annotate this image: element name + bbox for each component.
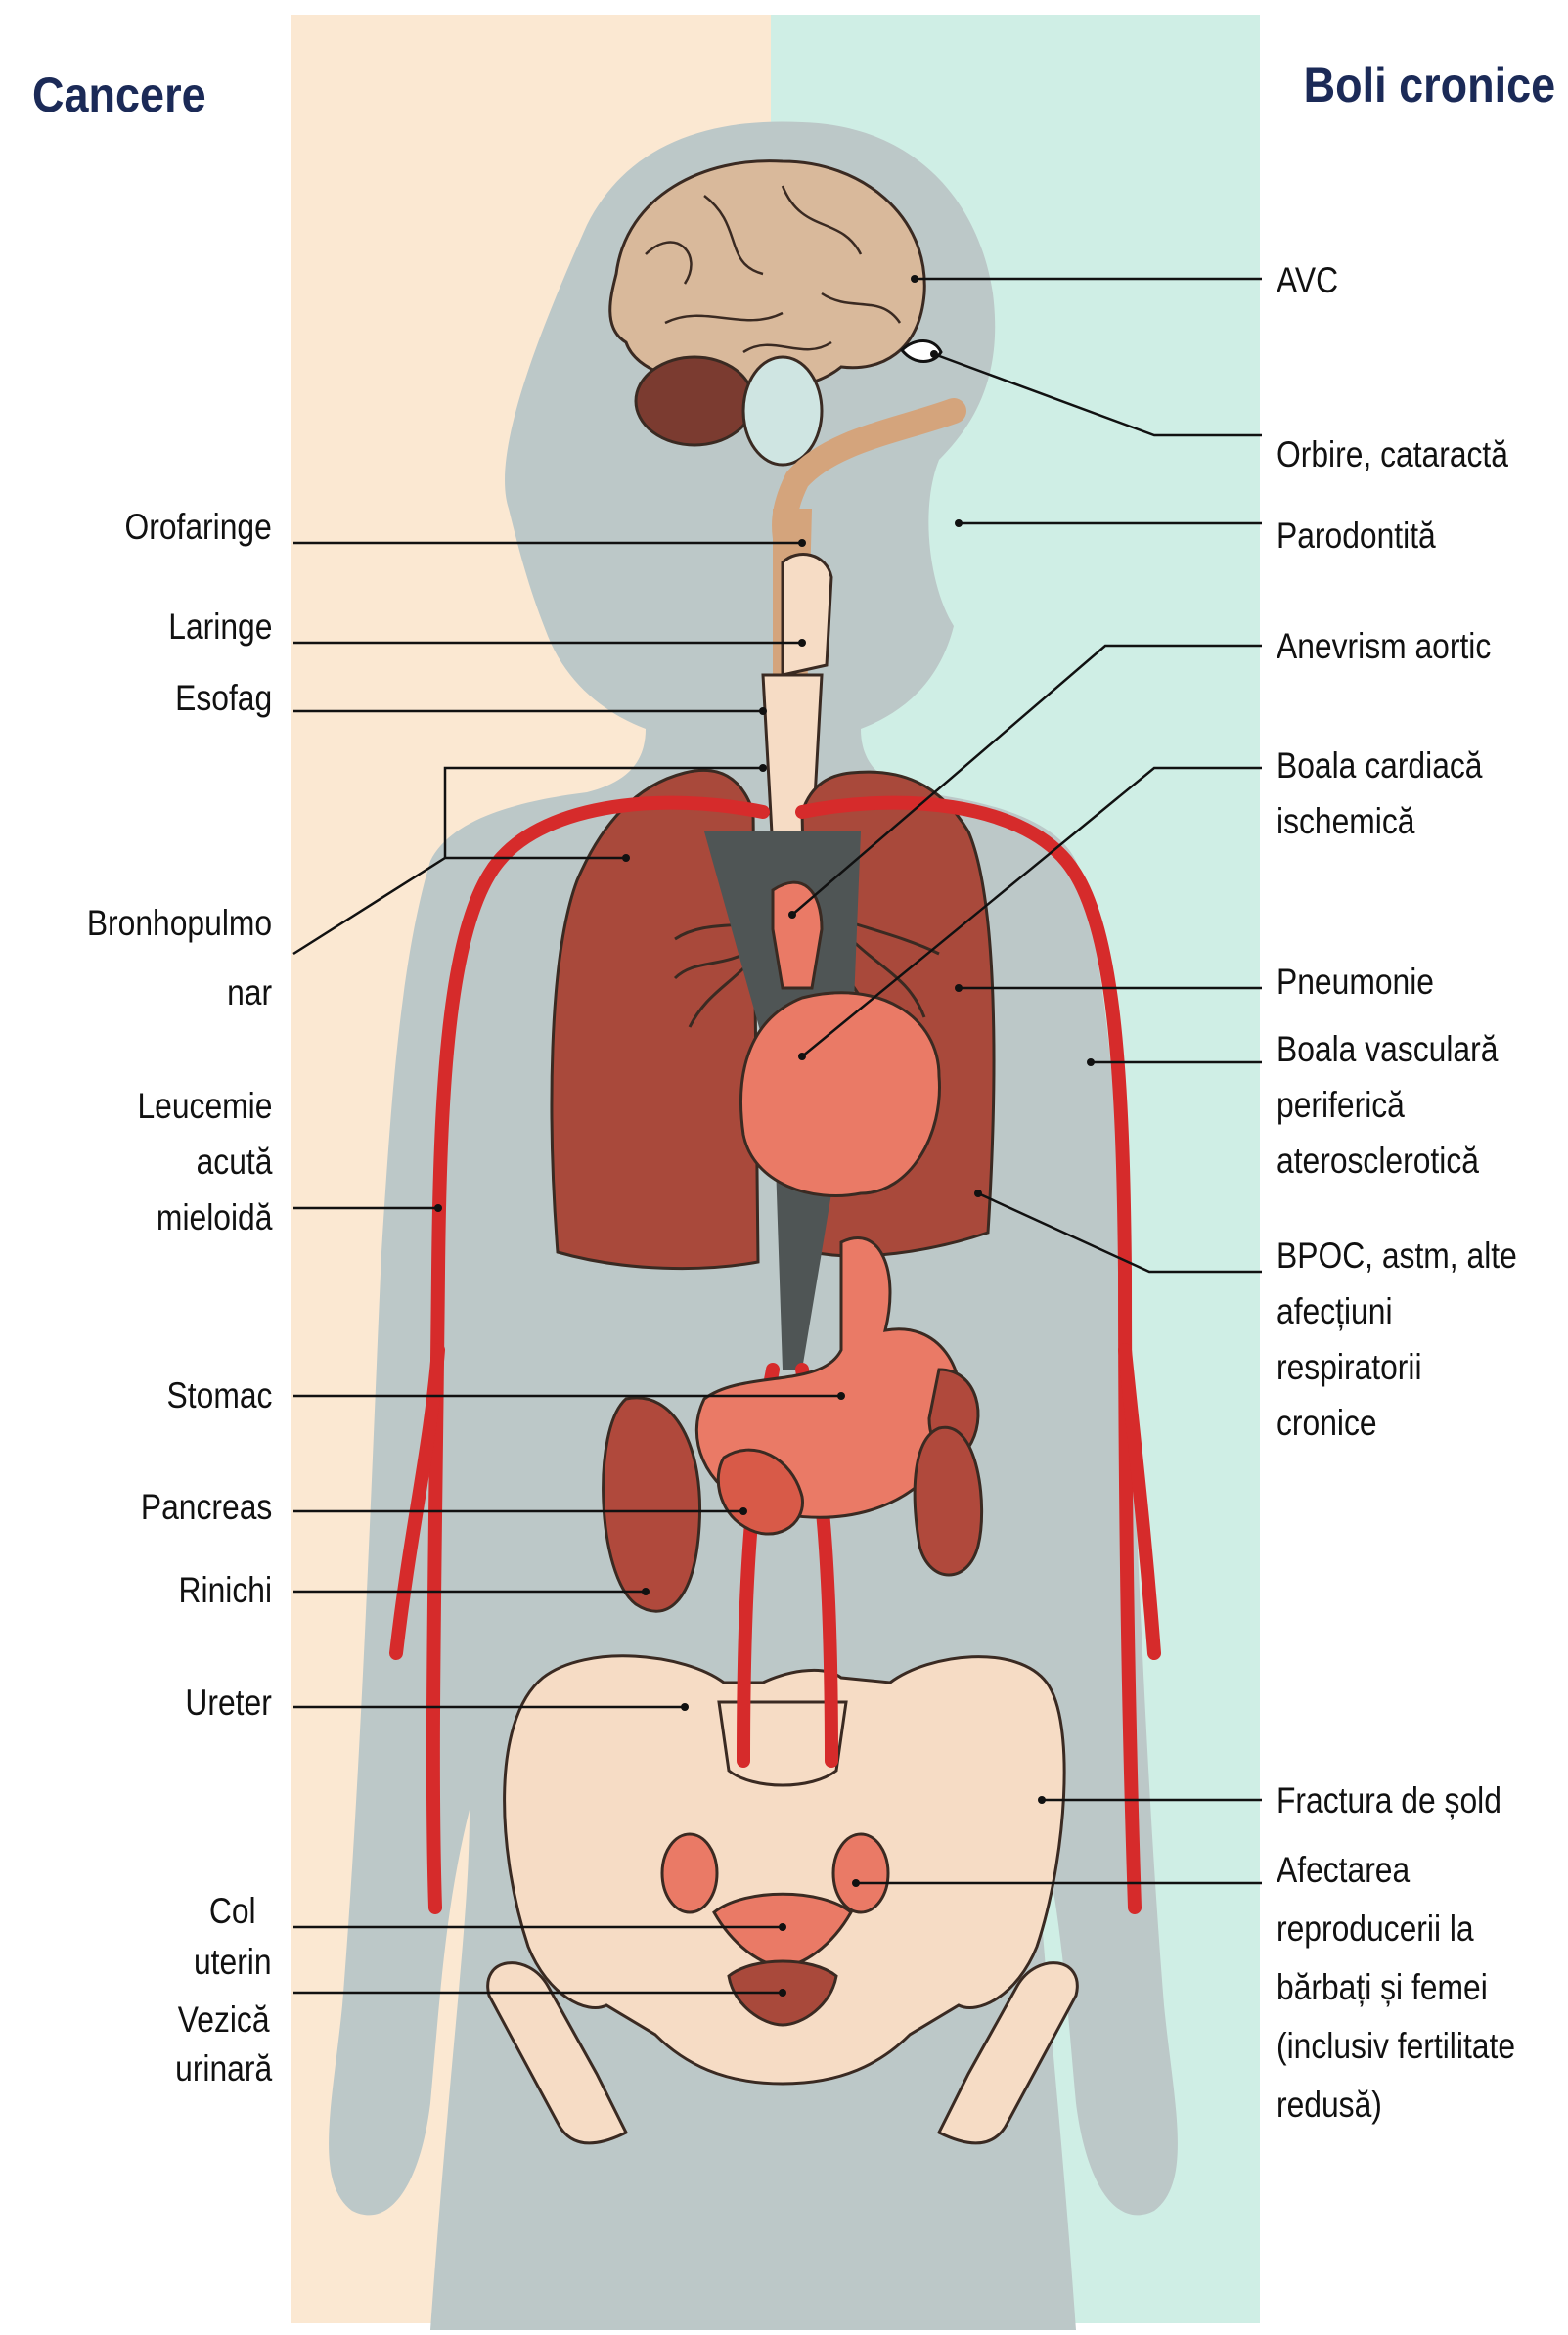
header-chronic-diseases: Boli cronice [1303, 57, 1555, 113]
label-parodontita: Parodontită [1277, 508, 1436, 563]
label-esofag: Esofag [175, 670, 272, 726]
ovary-left [662, 1834, 717, 1912]
label-vasculara-line2: periferică [1277, 1077, 1498, 1133]
larynx [783, 555, 831, 675]
label-pneumonie: Pneumonie [1277, 954, 1434, 1010]
brainstem [743, 357, 822, 465]
label-col-uterin-line2: uterin [194, 1937, 272, 1988]
label-leucemie: Leucemie acută mieloidă [137, 1078, 272, 1245]
label-sold: Fractura de șold [1277, 1773, 1501, 1828]
label-ureter: Ureter [186, 1675, 272, 1730]
label-cardiaca-line1: Boala cardiacă [1277, 738, 1482, 793]
label-vasculara-line1: Boala vasculară [1277, 1021, 1498, 1077]
label-bpoc: BPOC, astm, alte afecțiuni respiratorii … [1277, 1228, 1517, 1451]
label-orofaringe: Orofaringe [125, 499, 272, 555]
label-vezica: Vezică urinară [175, 1996, 272, 2093]
aortic-arch [773, 882, 822, 988]
label-orbire: Orbire, cataractă [1277, 427, 1508, 482]
label-leucemie-line2: acută [137, 1134, 272, 1190]
heart [741, 993, 940, 1196]
label-cardiaca: Boala cardiacă ischemică [1277, 738, 1482, 849]
label-vezica-line2: urinară [175, 2044, 272, 2093]
label-vezica-line1: Vezică [175, 1996, 272, 2044]
label-col-uterin-line1: Col [194, 1886, 272, 1937]
label-cardiaca-line2: ischemică [1277, 793, 1482, 849]
label-reproducere-line5: redusă) [1277, 2076, 1515, 2134]
kidney-right [915, 1427, 981, 1575]
cerebellum [636, 357, 753, 445]
label-bronhopulmonar-line2: nar [87, 965, 272, 1020]
label-bpoc-line4: cronice [1277, 1395, 1517, 1451]
label-leucemie-line3: mieloidă [137, 1190, 272, 1245]
ovary-right [833, 1834, 888, 1912]
label-reproducere: Afectarea reproducerii la bărbați și fem… [1277, 1841, 1515, 2134]
label-anevrism: Anevrism aortic [1277, 618, 1491, 674]
label-bpoc-line1: BPOC, astm, alte [1277, 1228, 1517, 1283]
label-laringe: Laringe [168, 599, 272, 654]
label-stomac: Stomac [166, 1368, 272, 1423]
label-reproducere-line3: bărbați și femei [1277, 1958, 1515, 2017]
label-pancreas: Pancreas [141, 1479, 272, 1535]
label-reproducere-line4: (inclusiv fertilitate [1277, 2017, 1515, 2076]
label-vasculara-line3: aterosclerotică [1277, 1133, 1498, 1189]
label-bronhopulmonar-line1: Bronhopulmo [87, 895, 272, 951]
label-vasculara: Boala vasculară periferică ateroscleroti… [1277, 1021, 1498, 1189]
label-col-uterin: Col uterin [194, 1886, 272, 1988]
label-rinichi: Rinichi [178, 1562, 272, 1618]
label-reproducere-line2: reproducerii la [1277, 1900, 1515, 1958]
label-bronhopulmonar: Bronhopulmo nar [87, 895, 272, 1020]
label-bpoc-line2: afecțiuni [1277, 1283, 1517, 1339]
header-cancers: Cancere [32, 67, 206, 123]
label-reproducere-line1: Afectarea [1277, 1841, 1515, 1900]
label-avc: AVC [1277, 252, 1338, 308]
label-leucemie-line1: Leucemie [137, 1078, 272, 1134]
label-bpoc-line3: respiratorii [1277, 1339, 1517, 1395]
